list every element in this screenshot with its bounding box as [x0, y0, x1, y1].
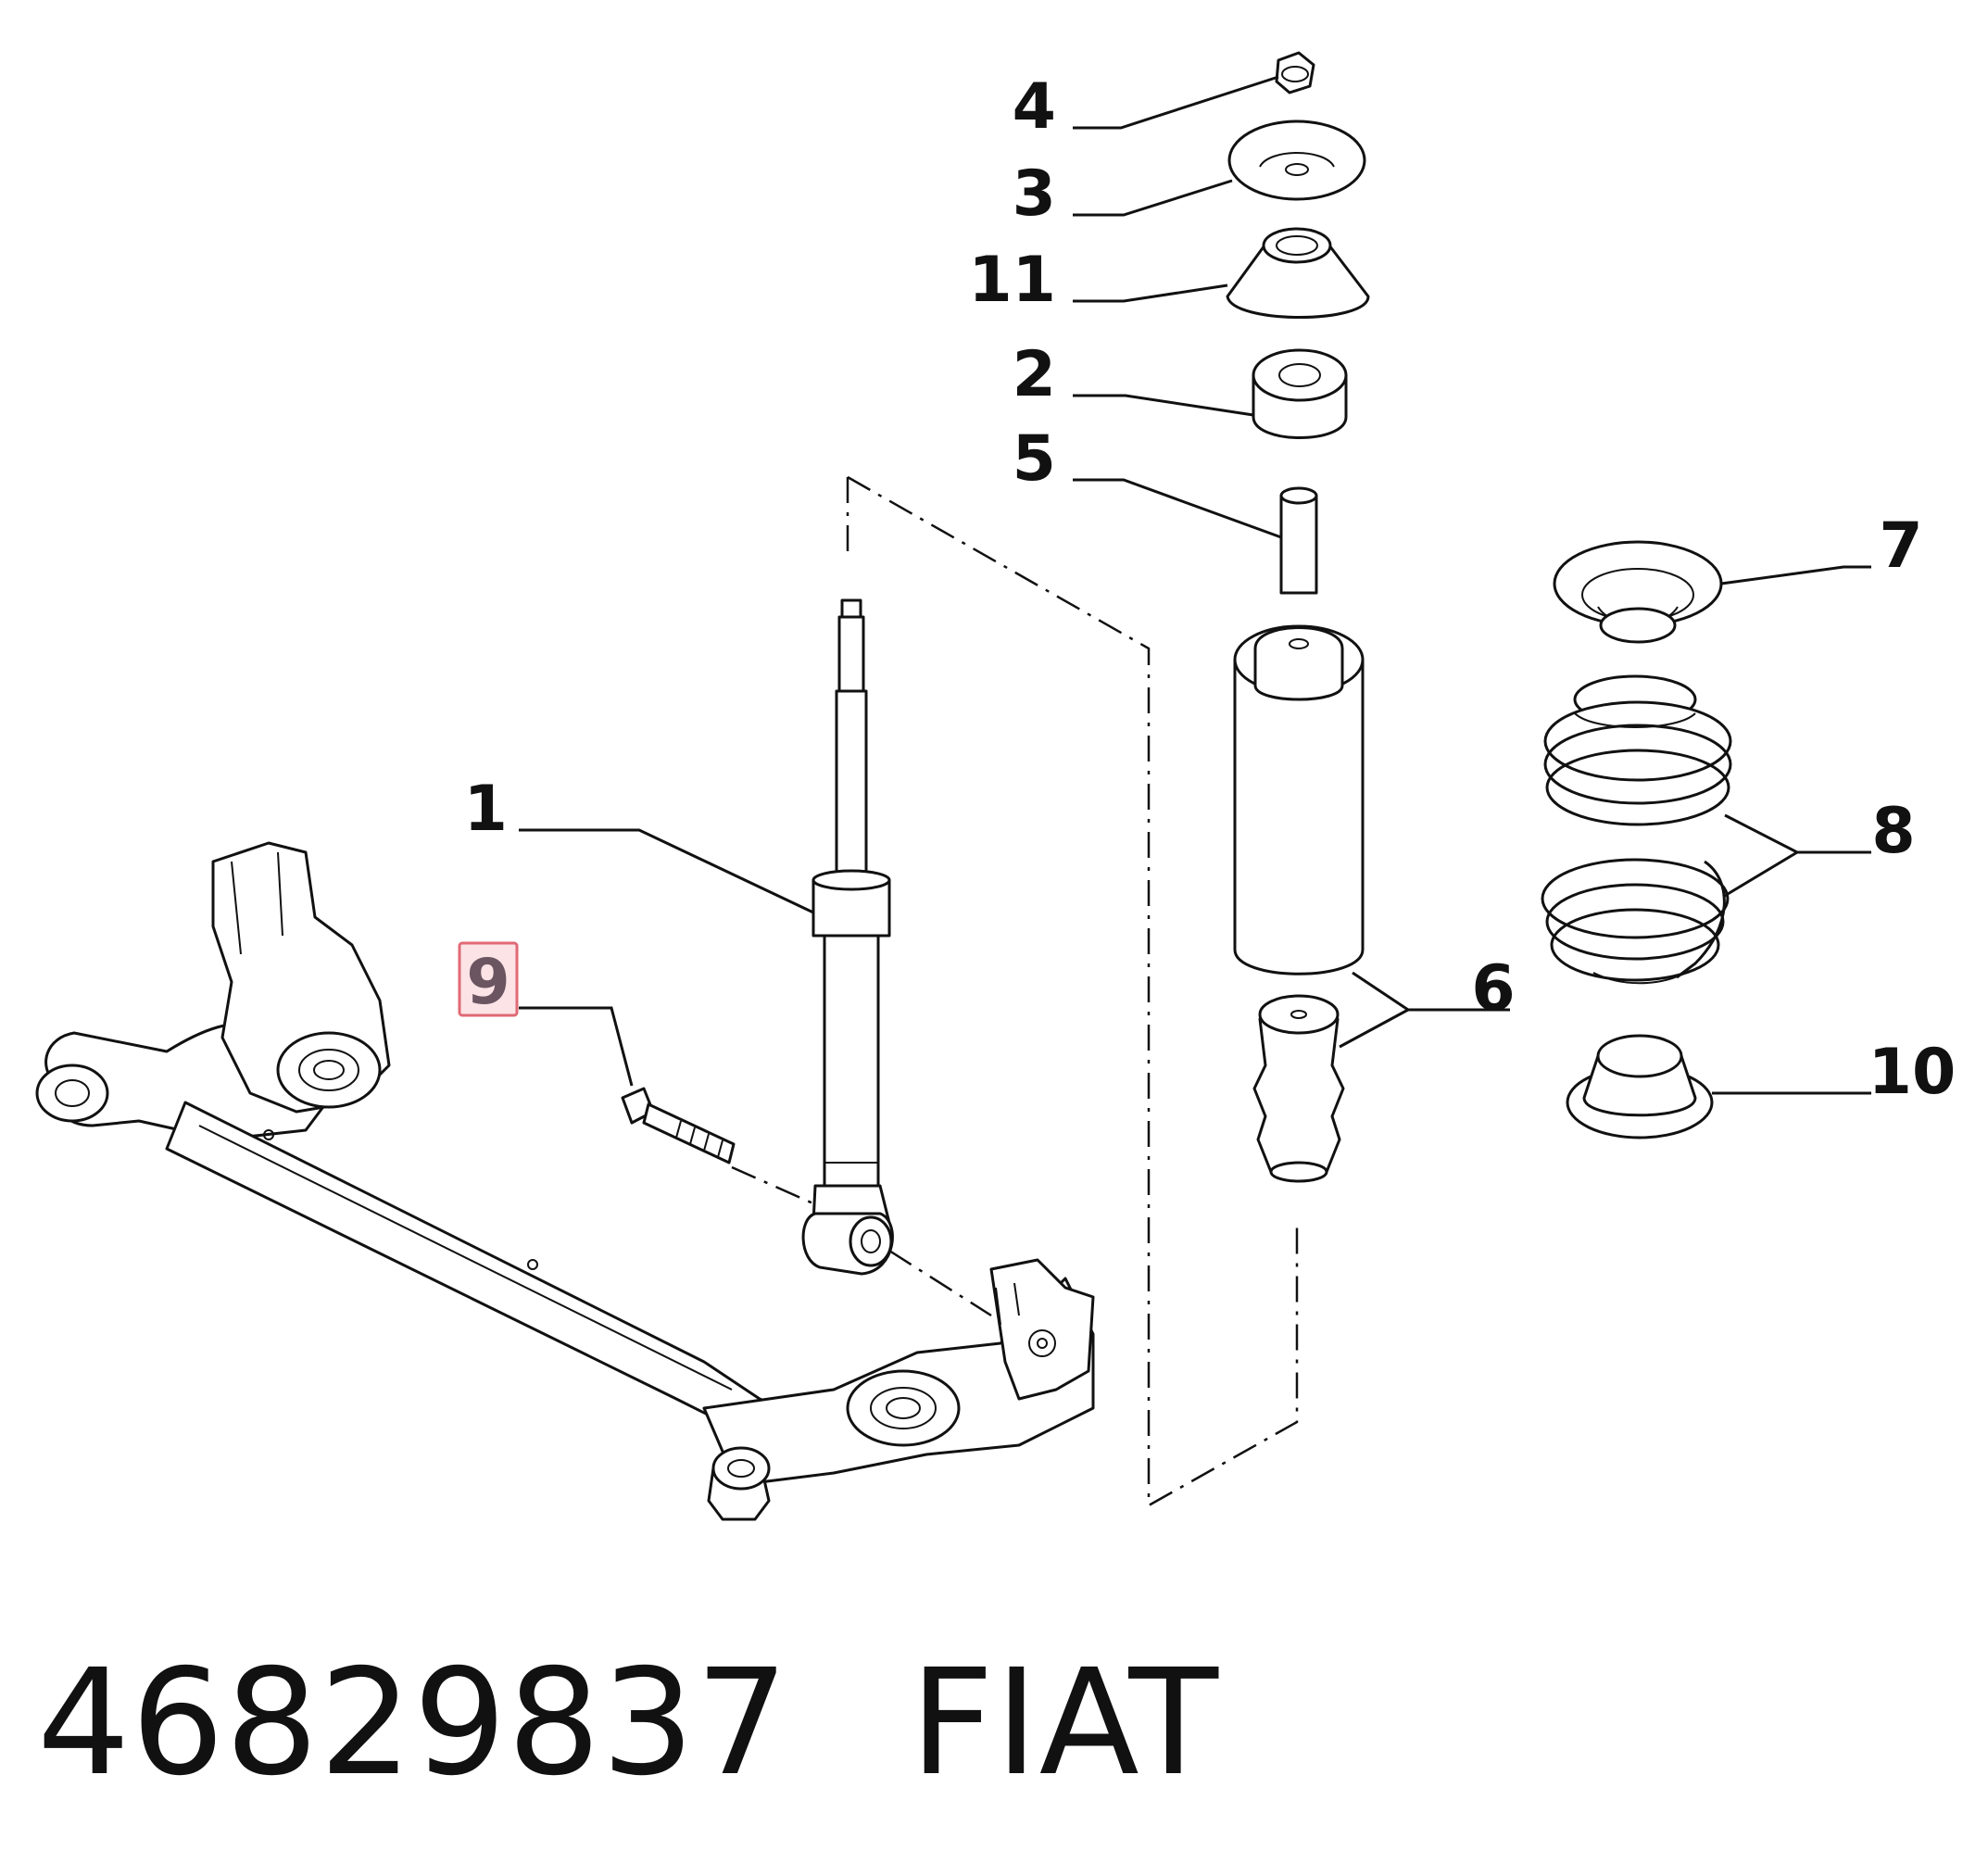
callout-3: 3: [1013, 157, 1056, 231]
exploded-parts-diagram: 4 3 11 2 5 1 9 6 7 8 10: [35, 51, 1957, 1521]
upper-spring-seat: [1553, 540, 1723, 644]
callout-7: 7: [1879, 510, 1922, 583]
callout-8: 8: [1871, 795, 1915, 868]
upper-bushing-cone: [1226, 227, 1370, 319]
lower-bushing: [1252, 348, 1348, 439]
footer-caption: 46829837 FIAT: [37, 1630, 1219, 1816]
callout-2: 2: [1013, 338, 1056, 411]
top-washer: [1227, 120, 1366, 201]
brand-name: FIAT: [910, 1638, 1220, 1808]
coil-spring-upper: [1543, 674, 1732, 826]
spacer-tube: [1279, 486, 1318, 595]
top-nut: [1275, 51, 1315, 94]
coil-spring-lower: [1541, 858, 1730, 985]
callout-1: 1: [464, 773, 508, 846]
part-number: 46829837: [37, 1638, 790, 1808]
callout-4: 4: [1013, 70, 1056, 144]
bump-stop: [1252, 994, 1345, 1183]
bolt-axis: [731, 1165, 992, 1317]
assembly-path: [846, 475, 1299, 1508]
lower-spring-seat: [1566, 1034, 1714, 1139]
mounting-bolt: [621, 1087, 736, 1164]
callout-10: 10: [1868, 1036, 1957, 1109]
callout-6: 6: [1471, 952, 1515, 1026]
callout-11: 11: [968, 244, 1056, 317]
rear-axle-beam: [35, 841, 1095, 1521]
dust-boot: [1233, 624, 1365, 976]
callout-9: 9: [466, 946, 510, 1019]
shock-absorber: [801, 598, 894, 1276]
leader-lines: [519, 75, 1871, 1095]
callout-5: 5: [1013, 422, 1056, 496]
callout-9-highlight: [458, 941, 519, 1017]
